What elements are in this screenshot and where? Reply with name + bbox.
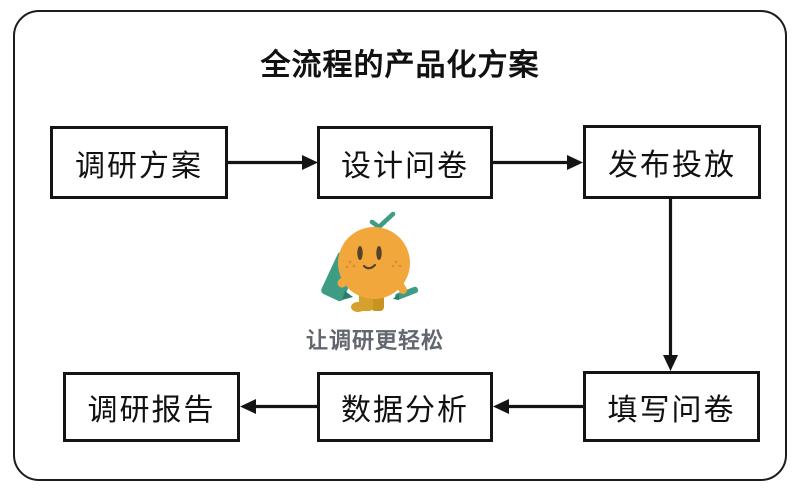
- flow-node-label: 调研方案: [75, 149, 203, 183]
- diagram-title: 全流程的产品化方案: [260, 49, 540, 82]
- flow-node-label: 发布投放: [608, 149, 736, 182]
- flow-node-research-plan: 调研方案: [50, 126, 228, 199]
- flow-node-label: 设计问卷: [341, 149, 469, 183]
- flow-node-label: 填写问卷: [607, 393, 736, 427]
- flow-node-design-survey: 设计问卷: [317, 126, 493, 199]
- flow-node-label: 调研报告: [87, 394, 216, 427]
- flow-node-research-report: 调研报告: [63, 372, 240, 442]
- mascot-slogan: 让调研更轻松: [305, 328, 444, 353]
- flow-node-label: 数据分析: [341, 394, 469, 427]
- flow-node-fill-survey: 填写问卷: [583, 371, 760, 442]
- flow-node-data-analysis: 数据分析: [317, 372, 493, 442]
- flow-node-publish-distribute: 发布投放: [583, 125, 761, 199]
